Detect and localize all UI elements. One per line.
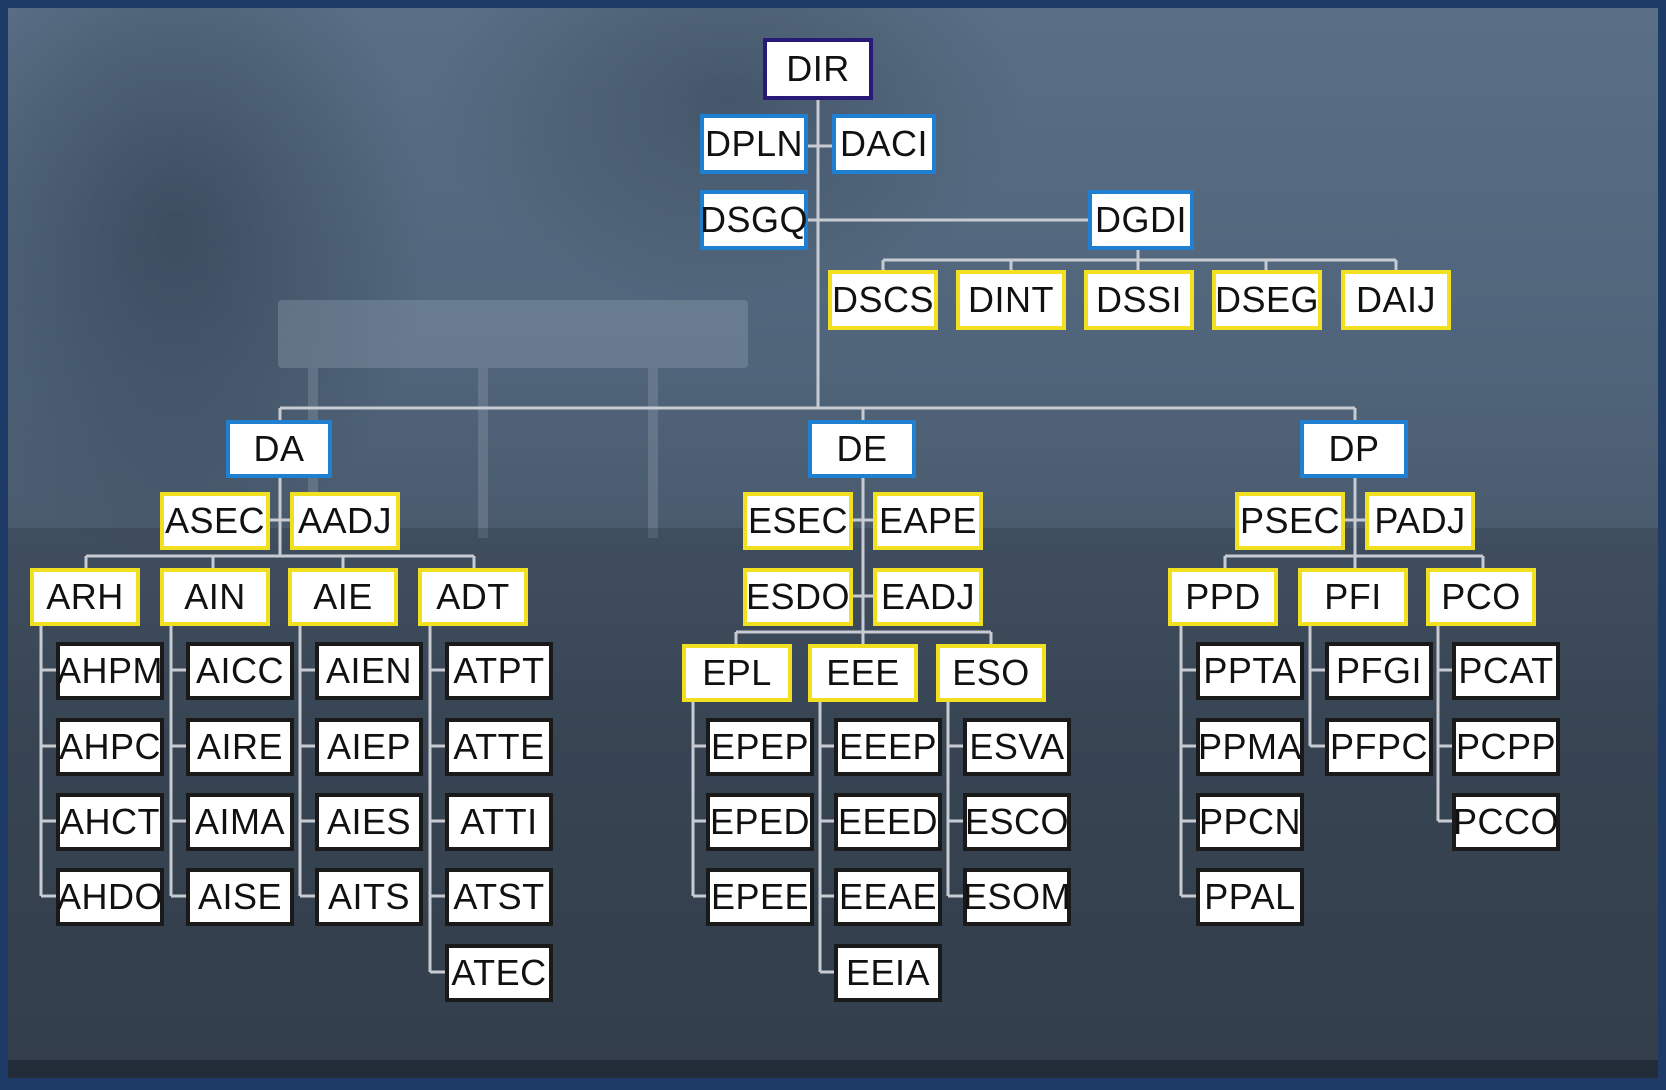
node-padj: PADJ [1365, 492, 1475, 550]
node-epee: EPEE [706, 868, 814, 926]
node-dpln: DPLN [700, 114, 808, 174]
node-esom: ESOM [963, 868, 1071, 926]
node-adt: ADT [418, 568, 528, 626]
node-esdo: ESDO [743, 568, 853, 626]
node-aicc: AICC [186, 642, 294, 700]
node-epl: EPL [682, 644, 792, 702]
node-eape: EAPE [873, 492, 983, 550]
node-eeae: EEAE [834, 868, 942, 926]
node-atpt: ATPT [445, 642, 553, 700]
node-atti: ATTI [445, 793, 553, 851]
node-ppma: PPMA [1196, 718, 1304, 776]
node-dssi: DSSI [1084, 270, 1194, 330]
node-eeed: EEED [834, 793, 942, 851]
node-pcat: PCAT [1452, 642, 1560, 700]
node-ahpc: AHPC [56, 718, 164, 776]
node-dp: DP [1300, 420, 1408, 478]
node-ain: AIN [160, 568, 270, 626]
node-esec: ESEC [743, 492, 853, 550]
node-aire: AIRE [186, 718, 294, 776]
node-pcpp: PCPP [1452, 718, 1560, 776]
node-ahdo: AHDO [56, 868, 164, 926]
node-arh: ARH [30, 568, 140, 626]
node-aits: AITS [315, 868, 423, 926]
node-ppcn: PPCN [1196, 793, 1304, 851]
node-aies: AIES [315, 793, 423, 851]
node-eped: EPED [706, 793, 814, 851]
node-dir: DIR [763, 38, 873, 100]
node-de: DE [808, 420, 916, 478]
node-ppal: PPAL [1196, 868, 1304, 926]
node-dseg: DSEG [1212, 270, 1322, 330]
node-pfi: PFI [1298, 568, 1408, 626]
node-aima: AIMA [186, 793, 294, 851]
node-esco: ESCO [963, 793, 1071, 851]
node-eee: EEE [808, 644, 918, 702]
node-aie: AIE [288, 568, 398, 626]
node-eeep: EEEP [834, 718, 942, 776]
node-epep: EPEP [706, 718, 814, 776]
node-daci: DACI [832, 114, 936, 174]
node-dint: DINT [956, 270, 1066, 330]
node-atec: ATEC [445, 944, 553, 1002]
node-eso: ESO [936, 644, 1046, 702]
node-aise: AISE [186, 868, 294, 926]
node-pfpc: PFPC [1325, 718, 1433, 776]
node-ppd: PPD [1168, 568, 1278, 626]
node-pco: PCO [1426, 568, 1536, 626]
org-chart: DIR DPLN DACI DSGQ DGDI DSCS DINT DSSI D… [8, 8, 1658, 1078]
node-ppta: PPTA [1196, 642, 1304, 700]
node-eadj: EADJ [873, 568, 983, 626]
node-dgdi: DGDI [1088, 190, 1194, 250]
node-pfgi: PFGI [1325, 642, 1433, 700]
node-eeia: EEIA [834, 944, 942, 1002]
node-atst: ATST [445, 868, 553, 926]
node-ahpm: AHPM [56, 642, 164, 700]
node-daij: DAIJ [1341, 270, 1451, 330]
node-pcco: PCCO [1452, 793, 1560, 851]
node-da: DA [226, 420, 332, 478]
connector-lines [39, 100, 1485, 974]
node-atte: ATTE [445, 718, 553, 776]
node-esva: ESVA [963, 718, 1071, 776]
node-aien: AIEN [315, 642, 423, 700]
node-dsgq: DSGQ [700, 190, 808, 250]
node-psec: PSEC [1235, 492, 1345, 550]
node-asec: ASEC [160, 492, 270, 550]
node-aadj: AADJ [290, 492, 400, 550]
node-aiep: AIEP [315, 718, 423, 776]
node-dscs: DSCS [828, 270, 938, 330]
node-ahct: AHCT [56, 793, 164, 851]
